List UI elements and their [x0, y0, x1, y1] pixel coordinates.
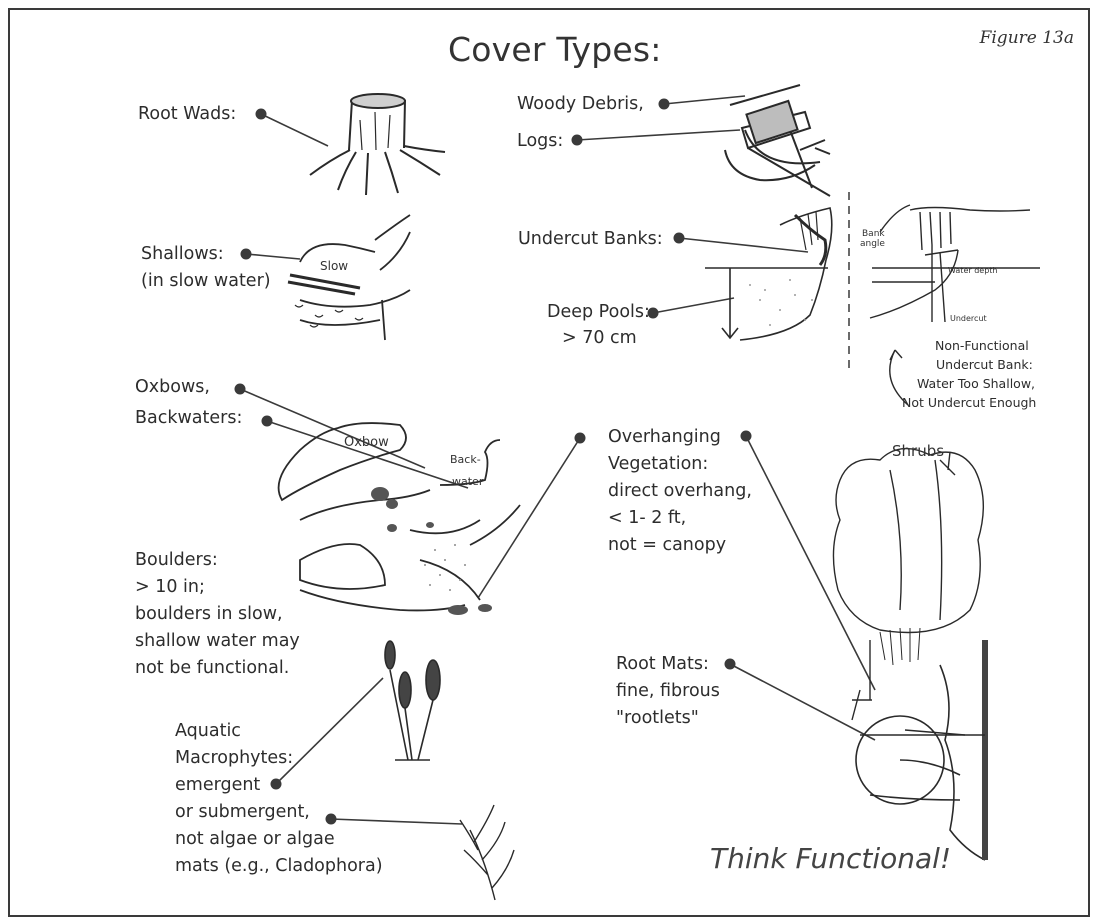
nonfunctional-label-3: Water Too Shallow,	[917, 374, 1035, 393]
oxbow-label: Oxbow	[344, 435, 389, 450]
undercut-banks-label: Undercut Banks:	[518, 226, 663, 252]
oxbows-label-1: Oxbows,	[135, 374, 210, 400]
woody-debris-illustration	[725, 85, 830, 196]
shrubs-illustration	[833, 449, 983, 720]
boulders-label-3: boulders in slow,	[135, 601, 283, 627]
oxbows-label-2: Backwaters:	[135, 405, 242, 431]
think-functional-caption: Think Functional!	[710, 842, 951, 875]
root-wads-label: Root Wads:	[138, 101, 236, 127]
woody-debris-label-2: Logs:	[517, 128, 563, 154]
shallows-illustration	[288, 215, 410, 340]
aquatic-label-4: or submergent,	[175, 799, 310, 825]
root-mats-label-2: fine, fibrous	[616, 678, 720, 704]
boulders-illustration	[371, 487, 492, 615]
oxbow-illustration	[279, 423, 520, 610]
woody-debris-label-1: Woody Debris,	[517, 91, 644, 117]
boulders-label-2: > 10 in;	[135, 574, 205, 600]
slow-label: Slow	[320, 259, 348, 273]
aquatic-label-1: Aquatic	[175, 718, 241, 744]
overhang-label-5: not = canopy	[608, 532, 726, 558]
aquatic-label-2: Macrophytes:	[175, 745, 293, 771]
submergent-plant-illustration	[460, 805, 514, 900]
aquatic-label-3: emergent	[175, 772, 260, 798]
boulders-label-1: Boulders:	[135, 547, 218, 573]
emergent-plant-illustration	[385, 641, 440, 760]
water-depth-label: Water depth	[948, 266, 997, 275]
gravel-stipple	[424, 544, 466, 591]
boulders-label-4: shallow water may	[135, 628, 300, 654]
root-mats-illustration	[856, 640, 985, 860]
shrubs-label: Shrubs	[892, 442, 944, 460]
overhang-label-4: < 1- 2 ft,	[608, 505, 686, 531]
nonfunctional-label-1: Non-Functional	[935, 336, 1029, 355]
shallows-label-2: (in slow water)	[141, 268, 271, 294]
boulders-label-5: not be functional.	[135, 655, 289, 681]
nonfunctional-label-2: Undercut Bank:	[936, 355, 1033, 374]
aquatic-label-6: mats (e.g., Cladophora)	[175, 853, 383, 879]
deep-pool-stipple	[749, 279, 813, 326]
root-mats-label-1: Root Mats:	[616, 651, 709, 677]
overhang-label-1: Overhanging	[608, 424, 721, 450]
root-mats-label-3: "rootlets"	[616, 705, 699, 731]
nonfunctional-label-4: Not Undercut Enough	[902, 393, 1036, 412]
undercut-label: Undercut	[950, 314, 987, 323]
undercut-bank-illustration	[705, 208, 832, 340]
leader-lines	[240, 96, 875, 824]
shallows-label-1: Shallows:	[141, 241, 224, 267]
deep-pools-label-1: Deep Pools:	[547, 299, 650, 325]
bank-angle-label-2: angle	[860, 239, 885, 249]
backwater-label-2: water	[452, 475, 484, 488]
overhang-label-3: direct overhang,	[608, 478, 752, 504]
backwater-label-1: Back-	[450, 453, 481, 466]
root-wad-illustration	[310, 94, 445, 195]
bank-angle-label-1: Bank	[862, 229, 885, 239]
aquatic-label-5: not algae or algae	[175, 826, 335, 852]
overhang-label-2: Vegetation:	[608, 451, 708, 477]
deep-pools-label-2: > 70 cm	[562, 325, 637, 351]
